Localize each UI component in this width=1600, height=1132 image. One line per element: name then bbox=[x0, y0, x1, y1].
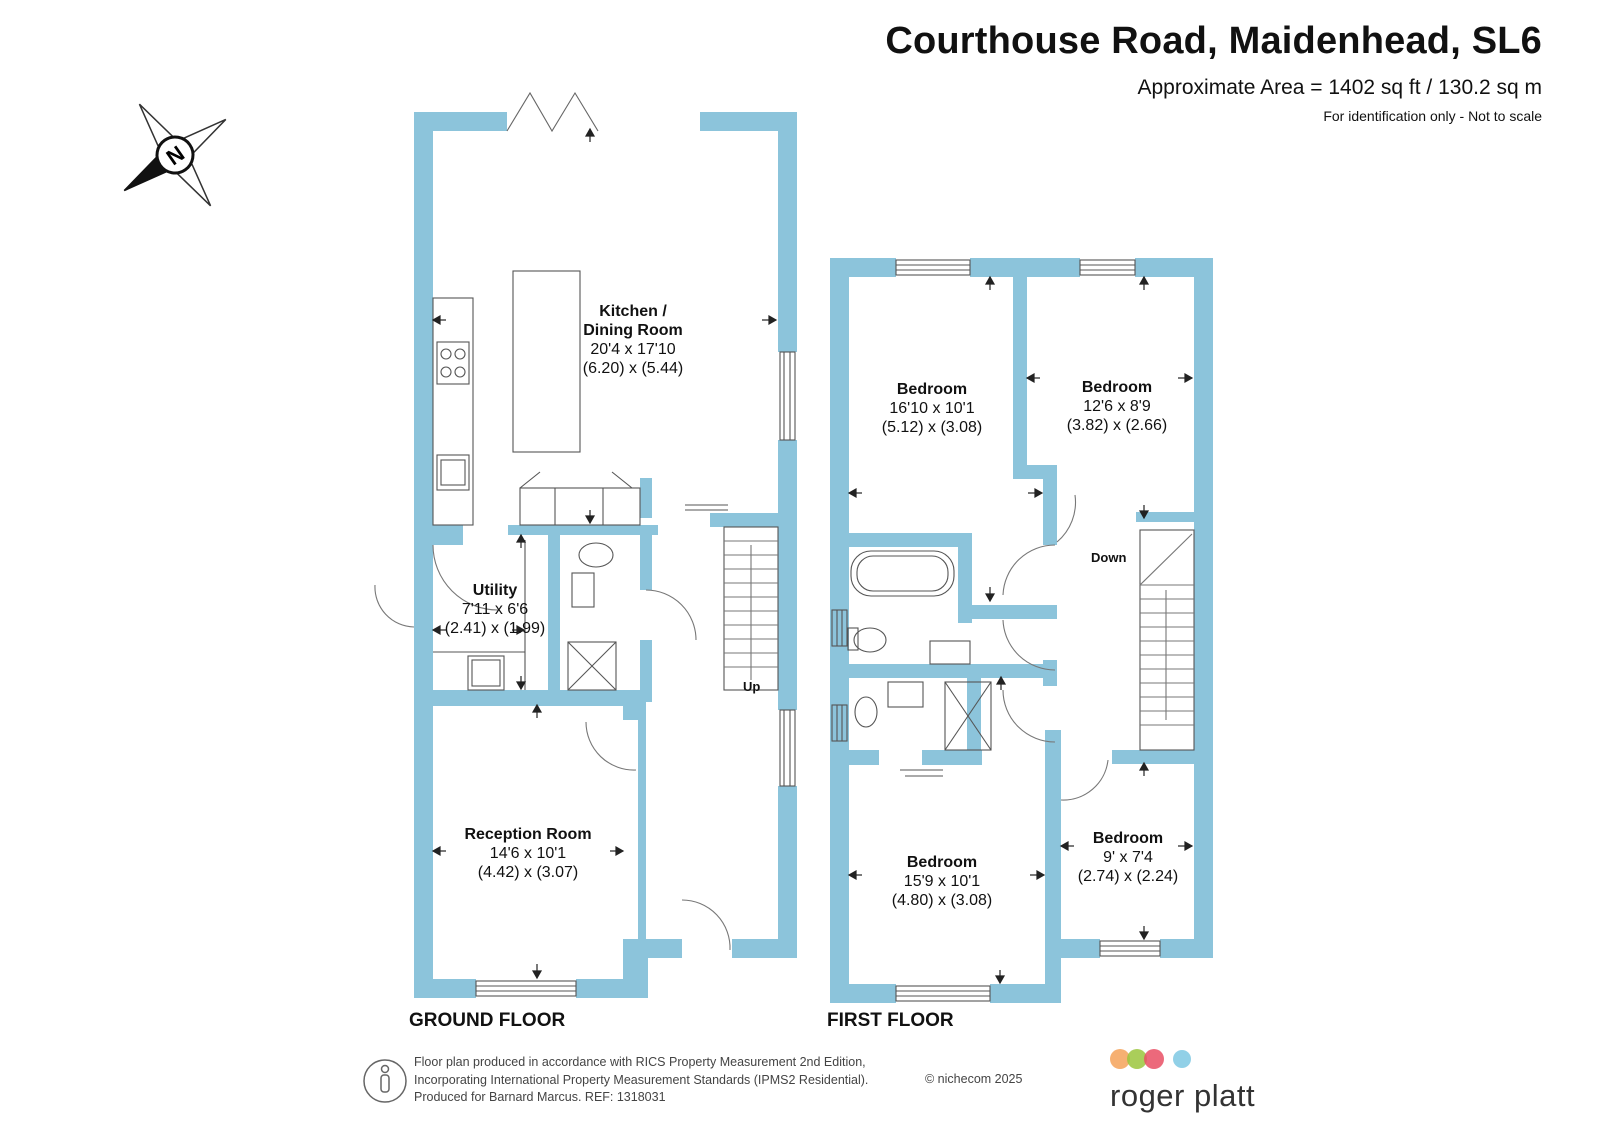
room-name: Dining Room bbox=[583, 322, 683, 339]
room-name: Bedroom bbox=[896, 381, 968, 398]
rics-statement: Floor plan produced in accordance with R… bbox=[414, 1054, 868, 1107]
room-dimensions-imperial: 9' x 7'4 bbox=[1103, 849, 1153, 866]
room-label-bedroom-1: Bedroom 16'10 x 10'1 (5.12) x (3.08) bbox=[862, 380, 1002, 437]
room-dimensions-metric: (4.80) x (3.08) bbox=[891, 892, 993, 909]
room-dimensions-metric: (4.42) x (3.07) bbox=[477, 864, 579, 881]
room-label-bedroom-4: Bedroom 9' x 7'4 (2.74) x (2.24) bbox=[1058, 829, 1198, 886]
copyright-text: © nichecom 2025 bbox=[925, 1072, 1023, 1086]
footer-line: Incorporating International Property Mea… bbox=[414, 1072, 869, 1087]
room-dimensions-metric: (3.82) x (2.66) bbox=[1066, 417, 1168, 434]
first-floor-label: FIRST FLOOR bbox=[827, 1010, 954, 1031]
room-dimensions-imperial: 14'6 x 10'1 bbox=[489, 845, 567, 862]
ground-floor-label: GROUND FLOOR bbox=[409, 1010, 566, 1031]
ipms-logo-icon bbox=[363, 1059, 407, 1103]
room-dimensions-metric: (2.74) x (2.24) bbox=[1077, 868, 1179, 885]
room-name: Utility bbox=[472, 582, 518, 599]
room-dimensions-imperial: 20'4 x 17'10 bbox=[590, 341, 676, 358]
room-dimensions-imperial: 16'10 x 10'1 bbox=[889, 400, 975, 417]
room-dimensions-imperial: 7'11 x 6'6 bbox=[461, 601, 529, 618]
stairs-up-label: Up bbox=[743, 679, 761, 694]
room-name: Kitchen / bbox=[599, 303, 667, 320]
room-dimensions-metric: (2.41) x (1.99) bbox=[444, 620, 546, 637]
room-dimensions-metric: (5.12) x (3.08) bbox=[881, 419, 983, 436]
footer-line: Floor plan produced in accordance with R… bbox=[414, 1055, 866, 1069]
brand-name: roger platt bbox=[1110, 1078, 1256, 1113]
room-name: Bedroom bbox=[906, 854, 978, 871]
room-dimensions-imperial: 12'6 x 8'9 bbox=[1083, 398, 1151, 415]
compass-icon bbox=[123, 103, 227, 207]
room-label-kitchen: Kitchen / Dining Room 20'4 x 17'10 (6.20… bbox=[566, 302, 700, 378]
room-label-utility: Utility 7'11 x 6'6 (2.41) x (1.99) bbox=[425, 581, 565, 638]
footer-line: Produced for Barnard Marcus. REF: 131803… bbox=[414, 1090, 666, 1104]
property-title: Courthouse Road, Maidenhead, SL6 bbox=[885, 20, 1542, 62]
room-dimensions-imperial: 15'9 x 10'1 bbox=[903, 873, 981, 890]
room-name: Reception Room bbox=[464, 826, 592, 843]
disclaimer-note: For identification only - Not to scale bbox=[1323, 108, 1542, 124]
brand-logo-icon bbox=[1110, 1049, 1191, 1069]
room-label-bedroom-3: Bedroom 15'9 x 10'1 (4.80) x (3.08) bbox=[872, 853, 1012, 910]
room-name: Bedroom bbox=[1081, 379, 1153, 396]
approximate-area: Approximate Area = 1402 sq ft / 130.2 sq… bbox=[1137, 76, 1543, 99]
room-label-reception: Reception Room 14'6 x 10'1 (4.42) x (3.0… bbox=[448, 825, 608, 882]
room-label-bedroom-2: Bedroom 12'6 x 8'9 (3.82) x (2.66) bbox=[1047, 378, 1187, 435]
room-dimensions-metric: (6.20) x (5.44) bbox=[582, 360, 684, 377]
room-name: Bedroom bbox=[1092, 830, 1164, 847]
stairs-down-label: Down bbox=[1091, 550, 1127, 565]
